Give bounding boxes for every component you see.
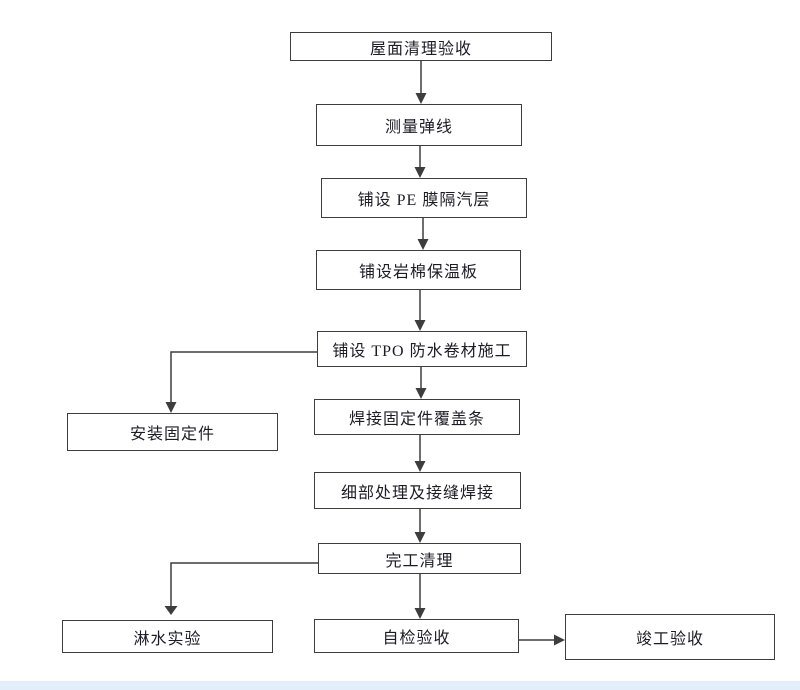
arrow-cleanup-to-waterspray — [170, 562, 318, 606]
flow-box-completion-cleanup: 完工清理 — [318, 543, 521, 574]
arrowhead-cleanup-to-selfinspection — [414, 608, 426, 619]
page-bottom-tint — [0, 681, 800, 690]
arrowhead-detailseam-to-cleanup — [414, 532, 426, 543]
arrowhead-roof-to-measure — [415, 93, 427, 104]
flow-box-detail-and-seam-welding: 细部处理及接缝焊接 — [314, 472, 521, 509]
flow-box-weld-fixing-cover-strip: 焊接固定件覆盖条 — [314, 399, 520, 435]
arrowhead-cleanup-to-waterspray — [164, 606, 178, 615]
arrowhead-tpo-to-installfixings — [165, 402, 177, 413]
flow-box-tpo-membrane-construction: 铺设 TPO 防水卷材施工 — [317, 331, 527, 367]
flow-box-pe-film-vapor-barrier: 铺设 PE 膜隔汽层 — [321, 178, 527, 218]
arrow-tpo-to-installfixings — [170, 351, 317, 403]
flow-box-rock-wool-insulation-board: 铺设岩棉保温板 — [316, 250, 521, 290]
arrowhead-tpo-to-weldcover — [415, 388, 427, 399]
arrowhead-pefilm-to-rockwool — [417, 239, 429, 250]
arrowhead-weldcover-to-detailseam — [414, 461, 426, 472]
arrowhead-rockwool-to-tpo — [414, 320, 426, 331]
flow-box-roof-cleaning-acceptance: 屋面清理验收 — [290, 32, 552, 61]
arrowhead-selfinspection-to-acceptance — [554, 634, 565, 646]
flow-box-self-inspection-acceptance: 自检验收 — [314, 619, 519, 653]
flow-box-water-spray-test: 淋水实验 — [62, 620, 273, 653]
flow-box-measure-snap-line: 测量弹线 — [316, 104, 522, 146]
arrowhead-measure-to-pefilm — [414, 167, 426, 178]
flow-box-completion-acceptance: 竣工验收 — [565, 614, 775, 660]
flow-box-install-fixings: 安装固定件 — [67, 413, 278, 451]
